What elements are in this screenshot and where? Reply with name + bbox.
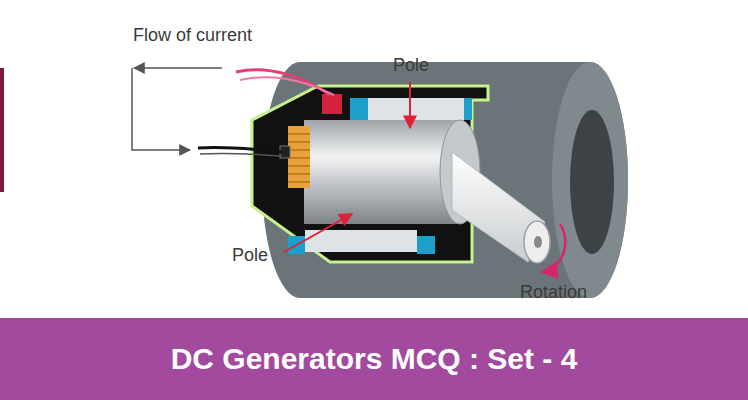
housing-bore [570,110,614,254]
title-text: DC Generators MCQ : Set - 4 [159,342,590,376]
commutator-segments [288,134,310,182]
wire [200,153,282,156]
current-arrow [134,67,222,69]
leader-line [409,82,411,128]
part-label: Pole [232,245,268,266]
housing-end-face [552,62,628,298]
brush [322,94,342,114]
armature [304,120,460,224]
edge-bar [0,68,4,192]
pole-winding [417,236,435,254]
annotation: Rotation [520,282,587,303]
shaft-end [524,221,550,263]
pole-winding [464,98,472,120]
wire [236,70,330,95]
commutator [288,126,310,188]
leader-line [284,214,352,252]
rotation-arrow [542,224,565,272]
annotation: Flow of current [133,25,252,46]
title-band: DC Generators MCQ : Set - 4 [0,318,748,400]
pole-winding [350,98,368,120]
shaft-hole [534,236,542,248]
wire [240,77,334,95]
part-label: Pole [393,55,429,76]
lower-pole [305,230,417,252]
wire [198,147,282,152]
current-arrow [132,68,190,150]
